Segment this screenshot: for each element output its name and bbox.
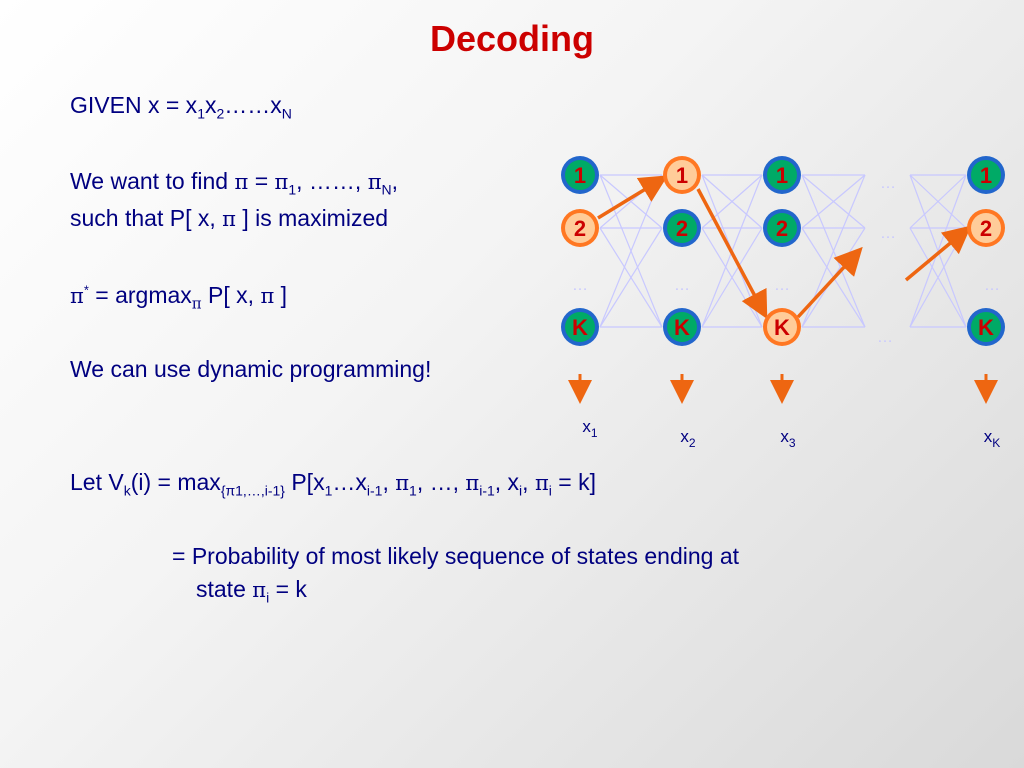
state-node: 1 (663, 156, 701, 194)
argmax-line: π* = argmaxπ P[ x, π ] (70, 282, 288, 313)
given-line: GIVEN x = x1x2……xN (70, 92, 292, 122)
state-node: 2 (967, 209, 1005, 247)
state-label: K (774, 315, 790, 340)
state-label: 2 (776, 216, 788, 241)
state-label: 1 (776, 163, 788, 188)
trellis-edge (909, 174, 967, 328)
state-node: K (967, 308, 1005, 346)
observation-label: x1 (582, 417, 598, 440)
trellis-edge (701, 174, 763, 229)
state-label: 1 (676, 163, 688, 188)
viterbi-path-segment (696, 188, 768, 320)
state-node: K (561, 308, 599, 346)
ellipsis: … (877, 329, 893, 346)
observation-label: xK (984, 427, 1001, 450)
slide-title: Decoding (429, 18, 594, 59)
ellipsis: … (880, 175, 896, 192)
state-node: 1 (561, 156, 599, 194)
state-label: 1 (980, 163, 992, 188)
state-node: 1 (967, 156, 1005, 194)
trellis-edge (701, 227, 763, 328)
viterbi-path (597, 175, 972, 320)
state-node: K (663, 308, 701, 346)
ellipsis: … (674, 277, 690, 294)
probability-line-1: = Probability of most likely sequence of… (172, 543, 740, 569)
dp-line: We can use dynamic programming! (70, 356, 432, 382)
state-label: K (674, 315, 690, 340)
trellis-nodes: 1 2K 1 2K 1 2K 1 2K (561, 156, 1005, 346)
trellis-edge (909, 174, 967, 229)
state-label: K (978, 315, 994, 340)
viterbi-definition: Let Vk(i) = max{π1,…,i-1} P[x1…xi-1, π1,… (70, 469, 596, 499)
viterbi-path-segment (796, 246, 863, 319)
state-label: 2 (676, 216, 688, 241)
state-label: 2 (574, 216, 586, 241)
ellipsis: … (984, 277, 1000, 294)
state-node: 2 (763, 209, 801, 247)
state-label: 1 (574, 163, 586, 188)
ellipsis: … (774, 277, 790, 294)
viterbi-path-segment (904, 225, 972, 282)
want-line: We want to find π = π1, ……, πN, (70, 168, 399, 198)
trellis-edge (801, 174, 866, 229)
observation-label: x3 (780, 427, 796, 450)
state-node: 2 (663, 209, 701, 247)
state-label: K (572, 315, 588, 340)
state-node: 1 (763, 156, 801, 194)
trellis-diagram: 1 2K 1 2K 1 2K 1 2K … … … … … … … x1 x2 x3 xK (561, 156, 1005, 450)
state-node: 2 (561, 209, 599, 247)
trellis-ellipses: … … … … … … … (572, 175, 1000, 346)
probability-line-2: state πi = k (196, 576, 307, 606)
such-that-line: such that P[ x, π ] is maximized (70, 205, 389, 231)
observations: x1 x2 x3 xK (568, 374, 1001, 450)
trellis-edge (599, 227, 663, 328)
trellis-edges (599, 174, 967, 328)
ellipsis: … (880, 225, 896, 242)
state-node: K (763, 308, 801, 346)
viterbi-path-segment (597, 175, 668, 220)
ellipsis: … (572, 277, 588, 294)
state-label: 2 (980, 216, 992, 241)
observation-label: x2 (680, 427, 696, 450)
